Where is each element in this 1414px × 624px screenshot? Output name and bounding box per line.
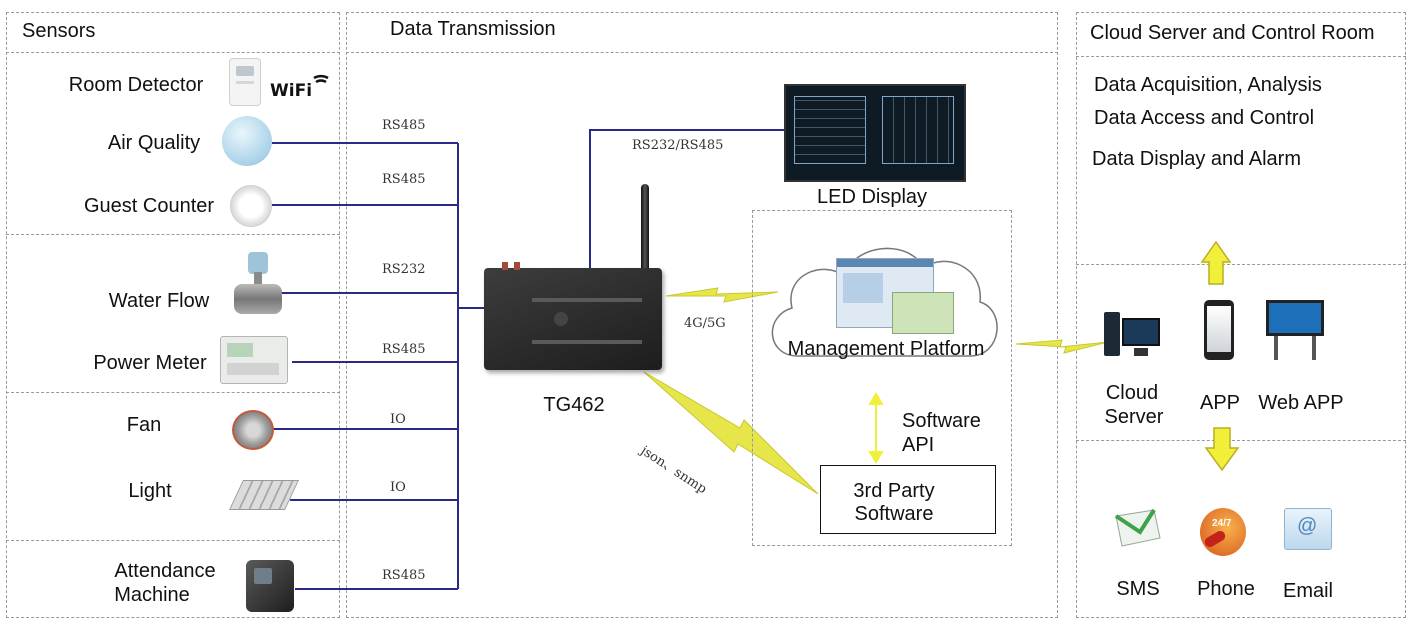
app-phone-icon [1204,300,1234,360]
gateway-label: TG462 [543,394,605,416]
web-app-label: Web APP [1258,392,1344,414]
cloud-divider-1 [1076,264,1406,265]
tg462-gateway-icon [484,262,662,370]
platform-map-icon [892,292,954,334]
cloud-server-label-2: Server [1104,406,1164,428]
transmission-title-divider [346,52,1058,53]
sensors-panel [6,12,340,618]
led-display-icon [784,84,966,182]
software-api-label-2: API [902,434,935,456]
fan-icon [232,410,274,450]
attendance-machine-icon [246,560,294,612]
platform-panel [752,210,1012,546]
app-label: APP [1199,392,1241,414]
software-api-label-1: Software [902,410,981,432]
cloud-function-2: Data Access and Control [1094,107,1315,129]
protocol-light: IO [390,480,406,495]
power-meter-label: Power Meter [93,352,207,374]
cloud-server-icon [1104,312,1160,358]
sensor-group-divider-1 [6,234,340,235]
protocol-attendance: RS485 [382,568,426,583]
protocol-guest-counter: RS485 [382,172,426,187]
protocol-fan: IO [390,412,406,427]
air-quality-label: Air Quality [107,132,201,154]
transmission-title: Data Transmission [390,18,556,40]
air-quality-icon [222,116,272,166]
sms-icon [1114,508,1162,548]
guest-counter-label: Guest Counter [83,195,215,217]
room-detector-label: Room Detector [68,74,204,96]
third-party-software-box [820,465,996,534]
guest-counter-icon [230,185,272,227]
phone-icon: 24/7 [1200,508,1246,556]
fan-label: Fan [126,414,162,436]
protocol-cellular: 4G/5G [684,316,726,331]
wifi-text: WiFi [270,81,312,101]
email-at-glyph: @ [1297,515,1318,537]
sensors-title: Sensors [22,20,96,42]
email-label: Email [1282,580,1334,602]
water-flow-icon [234,252,282,320]
cloud-server-label-1: Cloud [1105,382,1159,404]
third-party-label-2: Software [854,503,934,525]
antenna-icon [641,184,649,272]
attendance-label-2: Machine [114,584,190,606]
cloud-function-3: Data Display and Alarm [1092,148,1301,170]
cloud-panel [1076,12,1406,618]
protocol-air-quality: RS485 [382,118,426,133]
platform-label: Management Platform [787,338,985,360]
third-party-label-1: 3rd Party [853,480,935,502]
sensors-title-divider [6,52,340,53]
protocol-power-meter: RS485 [382,342,426,357]
power-meter-icon [220,336,288,384]
protocol-led: RS232/RS485 [632,138,724,153]
attendance-label-1: Attendance [114,560,216,582]
cloud-divider-2 [1076,440,1406,441]
sensor-group-divider-3 [6,540,340,541]
light-label: Light [128,480,172,502]
led-display-label: LED Display [816,186,928,208]
protocol-water-flow: RS232 [382,262,426,277]
cloud-title: Cloud Server and Control Room [1090,22,1375,44]
cloud-function-1: Data Acquisition, Analysis [1094,74,1322,96]
phone-label: Phone [1197,578,1255,600]
email-icon: @ [1284,508,1332,550]
cloud-title-divider [1076,56,1406,57]
room-detector-icon [229,58,261,106]
web-app-icon [1266,300,1324,362]
transmission-panel [346,12,1058,618]
sensor-group-divider-2 [6,392,340,393]
phone-badge: 24/7 [1212,518,1232,529]
sms-label: SMS [1116,578,1160,600]
wifi-icon: WiFi [270,68,330,102]
water-flow-label: Water Flow [108,290,210,312]
